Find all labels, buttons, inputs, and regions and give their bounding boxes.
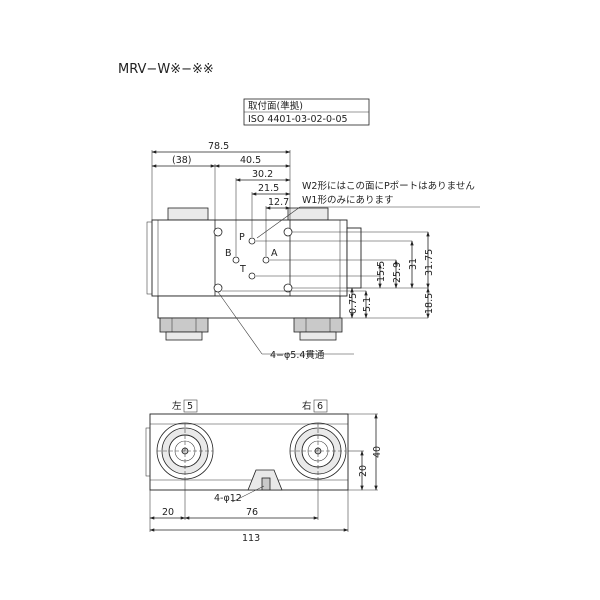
side-right-number: 6	[317, 401, 323, 412]
dim-20-right: 20	[358, 465, 369, 477]
dim-76: 76	[246, 507, 258, 518]
mount-hole-2	[283, 227, 293, 237]
dim-38: (38)	[172, 155, 192, 166]
valve-body-top	[151, 219, 348, 297]
port-p-circle	[248, 237, 256, 245]
port-a-label: A	[271, 248, 278, 259]
port-b-circle	[232, 256, 240, 264]
dim-20-bottom: 20	[162, 507, 174, 518]
note-w1: W1形のみにあります	[302, 194, 393, 206]
dim-31-75: 31.75	[424, 249, 435, 276]
mount-hole-1	[213, 227, 223, 237]
adjust-knob-right	[289, 422, 347, 480]
side-left-number: 5	[187, 401, 193, 412]
port-b-label: B	[225, 248, 232, 259]
dim-30-2: 30.2	[252, 169, 273, 180]
dim-31: 31	[408, 258, 419, 270]
port-a-circle	[262, 256, 270, 264]
dim-78-5: 78.5	[208, 141, 229, 152]
dim-12-7: 12.7	[268, 197, 289, 208]
hex-nut-right	[293, 317, 343, 333]
hex-nut-left	[159, 317, 209, 333]
dim-40-5: 40.5	[240, 155, 261, 166]
mount-hole-3	[213, 283, 223, 293]
model-title: MRV−W※−※※	[118, 62, 214, 77]
side-left-label: 左	[172, 400, 182, 412]
top-view-dimensions: 78.5 (38) 40.5 30.2 21.5 12.7 31.75 31 2…	[151, 141, 435, 319]
front-view-dimensions: 4-φ12 20 76 113 20 40	[149, 413, 383, 544]
adjust-knob-left	[156, 422, 214, 480]
top-view-notes: W2形にはこの面にPポートはありません W1形のみにあります 4−φ5.4貫通	[217, 180, 480, 361]
side-labels: 左 5 右 6	[172, 399, 328, 413]
note-w2: W2形にはこの面にPポートはありません	[302, 180, 475, 192]
port-t-label: T	[239, 264, 246, 275]
port-p-label: P	[239, 232, 245, 243]
dim-15-5: 15.5	[376, 261, 387, 282]
note-holes: 4−φ5.4貫通	[270, 350, 325, 361]
iso-standard-label: ISO 4401-03-02-0-05	[248, 114, 348, 125]
side-right-label: 右	[302, 400, 312, 412]
dim-113: 113	[242, 533, 260, 544]
mounting-surface-label: 取付面(準拠)	[248, 100, 303, 112]
port-t-circle	[248, 272, 256, 280]
dim-25-9: 25.9	[392, 262, 403, 283]
dim-0-75: 0.75	[348, 293, 359, 314]
dim-5-1: 5.1	[362, 297, 373, 312]
dim-21-5: 21.5	[258, 183, 279, 194]
top-view: P B A T	[146, 150, 428, 341]
mounting-standard-box: 取付面(準拠) ISO 4401-03-02-0-05	[243, 98, 370, 126]
note-pins: 4-φ12	[214, 493, 242, 504]
dim-18-5: 18.5	[424, 293, 435, 314]
dim-40: 40	[372, 446, 383, 458]
front-view	[145, 413, 378, 532]
